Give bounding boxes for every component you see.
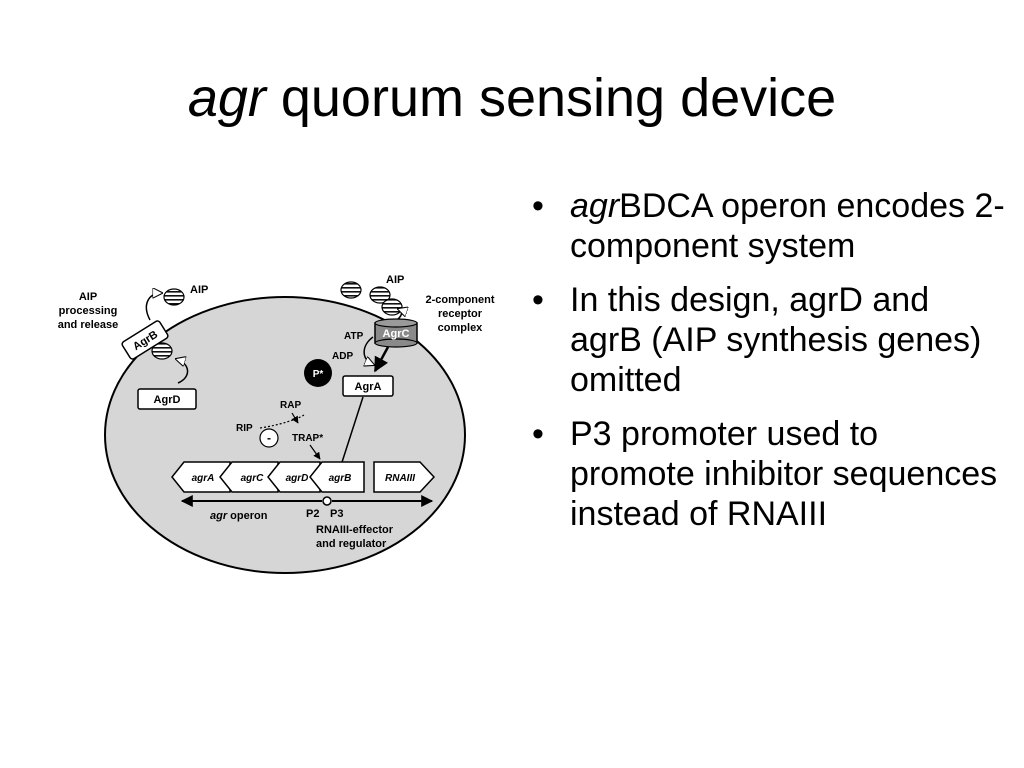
aip-processing-line3: and release bbox=[58, 319, 119, 331]
operon-label-rest: operon bbox=[227, 510, 268, 522]
atp-adp-arrow-icon bbox=[364, 336, 374, 365]
bullet-item: • agrBDCA operon encodes 2-component sys… bbox=[530, 186, 1010, 266]
aip-molecule-icon bbox=[381, 298, 403, 316]
agr-quorum-sensing-diagram: AgrB AgrD AgrC AgrA P* ATP ADP RAP RIP -… bbox=[58, 274, 495, 574]
bullet-item: • In this design, agrD and agrB (AIP syn… bbox=[530, 280, 1010, 400]
operon-label: agr operon bbox=[210, 510, 268, 522]
agrb-membrane-protein: AgrB bbox=[121, 320, 169, 360]
bullet-list: • agrBDCA operon encodes 2-component sys… bbox=[530, 186, 1010, 548]
two-component-line3: complex bbox=[438, 322, 484, 334]
aip-molecule-icon bbox=[151, 342, 173, 360]
aip-molecule-icon bbox=[163, 288, 185, 306]
gene-agrA: agrA bbox=[171, 461, 231, 493]
p2-label: P2 bbox=[306, 508, 319, 520]
rip-inhibition-dotted-icon bbox=[259, 414, 305, 429]
gene-agrD: agrD bbox=[267, 461, 321, 493]
agrd-label: AgrD bbox=[154, 394, 181, 406]
aip-molecule-icon bbox=[369, 286, 391, 304]
minus-label: - bbox=[267, 431, 271, 445]
bullet-dot: • bbox=[532, 415, 544, 453]
two-component-line1: 2-component bbox=[425, 294, 494, 306]
agrd-to-agrb-arrow-icon bbox=[176, 359, 189, 384]
gene-agrA-label: agrA bbox=[192, 473, 215, 484]
title-italic: agr bbox=[187, 68, 266, 128]
operon-label-italic: agr bbox=[210, 510, 228, 522]
atp-label: ATP bbox=[344, 331, 364, 342]
bullet-text: BDCA operon encodes 2-component system bbox=[570, 187, 1005, 265]
bullet-italic: agr bbox=[570, 187, 620, 225]
title-rest: quorum sensing device bbox=[265, 68, 837, 128]
p-star-label: P* bbox=[313, 369, 324, 380]
bullet-text: In this design, agrD and agrB (AIP synth… bbox=[570, 281, 982, 399]
gene-agrC: agrC bbox=[219, 461, 279, 493]
gene-rnaiii-label: RNAIII bbox=[385, 473, 415, 484]
aip-left-label: AIP bbox=[190, 284, 208, 296]
rip-molecule-icon bbox=[259, 428, 279, 448]
rap-label: RAP bbox=[280, 400, 301, 411]
trap-arrow-icon bbox=[309, 444, 321, 460]
p3-label: P3 bbox=[330, 508, 343, 520]
bullet-dot: • bbox=[532, 281, 544, 319]
phosphotransfer-arrow-icon bbox=[373, 346, 390, 373]
bullet-item: • P3 promoter used to promote inhibitor … bbox=[530, 414, 1010, 534]
promoter-icon bbox=[322, 496, 332, 506]
bullet-text: P3 promoter used to promote inhibitor se… bbox=[570, 415, 998, 533]
gene-agrB-label: agrB bbox=[329, 473, 352, 484]
agrd-box bbox=[137, 388, 197, 410]
agra-label: AgrA bbox=[355, 381, 382, 393]
aip-release-arrow-icon bbox=[145, 293, 162, 321]
effector-label-line2: and regulator bbox=[316, 538, 387, 550]
adp-label: ADP bbox=[332, 351, 353, 362]
trap-label: TRAP* bbox=[292, 433, 323, 444]
aip-molecule-icon bbox=[340, 281, 362, 299]
rap-arrow-icon bbox=[291, 412, 299, 424]
gene-agrC-label: agrC bbox=[241, 473, 265, 484]
aip-processing-line2: processing bbox=[59, 305, 118, 317]
aip-right-label: AIP bbox=[386, 274, 404, 286]
aip-processing-line1: AIP bbox=[79, 291, 97, 303]
slide-title: agr quorum sensing device bbox=[0, 62, 1024, 134]
gene-agrB: agrB bbox=[309, 461, 365, 493]
phosphate-icon bbox=[304, 359, 332, 387]
gene-agrD-label: agrD bbox=[286, 473, 309, 484]
rip-label: RIP bbox=[236, 423, 253, 434]
gene-rnaiii: RNAIII bbox=[373, 461, 436, 493]
agrc-label: AgrC bbox=[383, 328, 410, 340]
effector-label-line1: RNAIII-effector bbox=[316, 524, 394, 536]
two-component-line2: receptor bbox=[438, 308, 483, 320]
bullet-dot: • bbox=[532, 187, 544, 225]
agrc-receptor: AgrC bbox=[374, 318, 418, 348]
agra-box bbox=[342, 375, 394, 397]
